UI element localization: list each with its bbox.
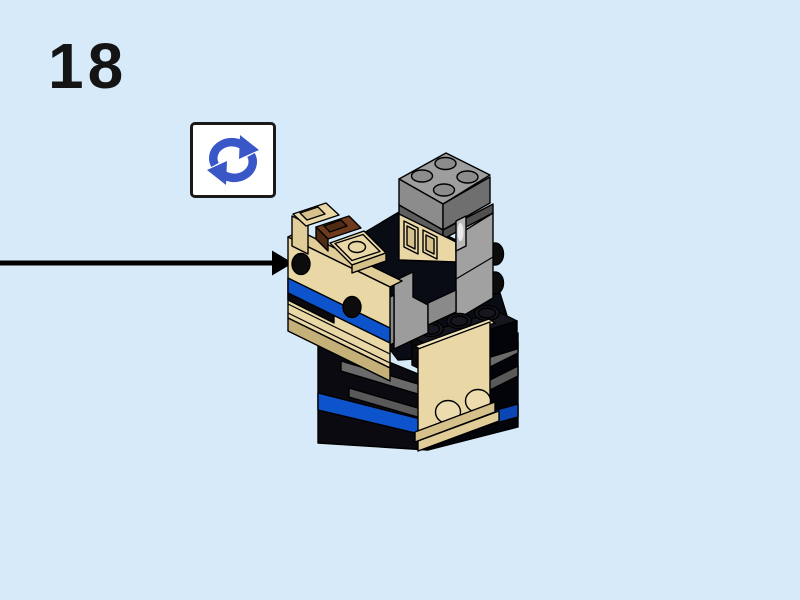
model-head — [398, 152, 494, 321]
rotate-symbol-box — [190, 122, 276, 198]
model-arm — [287, 202, 403, 382]
step-number: 18 — [48, 30, 128, 102]
lego-model — [287, 152, 519, 452]
arm-underside — [287, 317, 391, 382]
jumper-front-edge — [351, 252, 387, 274]
assembly-arrow — [0, 250, 293, 276]
chest-lip — [417, 410, 500, 452]
arm-side-stud — [342, 295, 362, 319]
brown-brick-side — [315, 226, 329, 252]
arm-side-stud — [291, 252, 311, 276]
arm-black-stripe — [287, 292, 335, 324]
model-chest-plate — [414, 318, 500, 452]
head-brick-right — [442, 176, 491, 231]
jumper-stud — [347, 240, 367, 254]
rotate-icon — [207, 135, 259, 185]
